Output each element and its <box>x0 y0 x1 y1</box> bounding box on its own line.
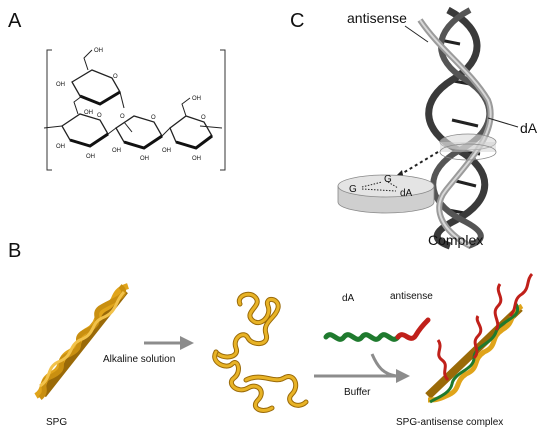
oh-label: OH <box>86 154 95 160</box>
oh-label: OH <box>56 144 65 150</box>
dna-triple-helix <box>417 6 497 250</box>
spg-label: SPG <box>46 417 67 428</box>
glucose-ring-side: OH O OH OH O <box>56 48 133 133</box>
buffer-arrow-head <box>396 369 410 383</box>
oh-label: OH <box>84 110 93 116</box>
denatured-spg-strands <box>212 291 309 413</box>
panel-a-letter: A <box>8 10 22 32</box>
glucose-ring-2: O OH OH <box>112 115 171 162</box>
spg-triple-helix <box>34 283 130 400</box>
da-strand <box>323 332 401 342</box>
helix-slice-side <box>440 142 496 152</box>
complex-label: SPG-antisense complex <box>396 417 503 428</box>
oh-label: OH <box>192 96 201 102</box>
oh-label: OH <box>140 156 149 162</box>
o-label: O <box>201 115 206 121</box>
alkaline-arrow-head <box>180 336 194 350</box>
spg-antisense-complex <box>425 272 534 404</box>
o-label: O <box>113 74 118 80</box>
helix-slice-bottom <box>439 143 497 161</box>
oh-label: OH <box>94 48 103 54</box>
buffer-merge-curve <box>370 353 397 378</box>
left-bracket <box>46 49 52 171</box>
disk-g-label-left: G <box>349 184 357 195</box>
panel-c-da-label: dA <box>520 120 538 136</box>
antisense-strand-red <box>395 317 431 341</box>
right-bracket <box>220 49 226 171</box>
oh-label: OH <box>162 148 171 154</box>
panel-c-antisense-label: antisense <box>347 10 407 26</box>
o-label: O <box>151 115 156 121</box>
disk-g-label-top: G <box>384 174 392 185</box>
antisense-pointer <box>404 25 429 43</box>
buffer-label: Buffer <box>344 387 371 398</box>
oh-label: OH <box>192 156 201 162</box>
panel-b-da-label: dA <box>342 293 355 304</box>
glucose-ring-3: OH O OH OH <box>162 96 213 162</box>
o-label: O <box>97 113 102 119</box>
panel-c-complex-label: Complex <box>428 232 483 248</box>
glucose-ring-1: O OH OH <box>56 95 117 160</box>
o-label: O <box>120 114 125 120</box>
dashed-arrow-line <box>397 151 439 177</box>
alkaline-solution-label: Alkaline solution <box>103 354 175 365</box>
oh-label: OH <box>112 148 121 154</box>
panel-b-antisense-label: antisense <box>390 291 433 302</box>
oh-label: OH <box>56 82 65 88</box>
base-triad-disk <box>337 174 435 214</box>
panel-c-letter: C <box>290 10 304 32</box>
polysaccharide-structure: OH O OH OH O O OH OH O OH OH <box>43 48 226 171</box>
panel-b-letter: B <box>8 240 21 262</box>
disk-da-label: dA <box>400 188 413 199</box>
da-pointer <box>487 117 519 128</box>
